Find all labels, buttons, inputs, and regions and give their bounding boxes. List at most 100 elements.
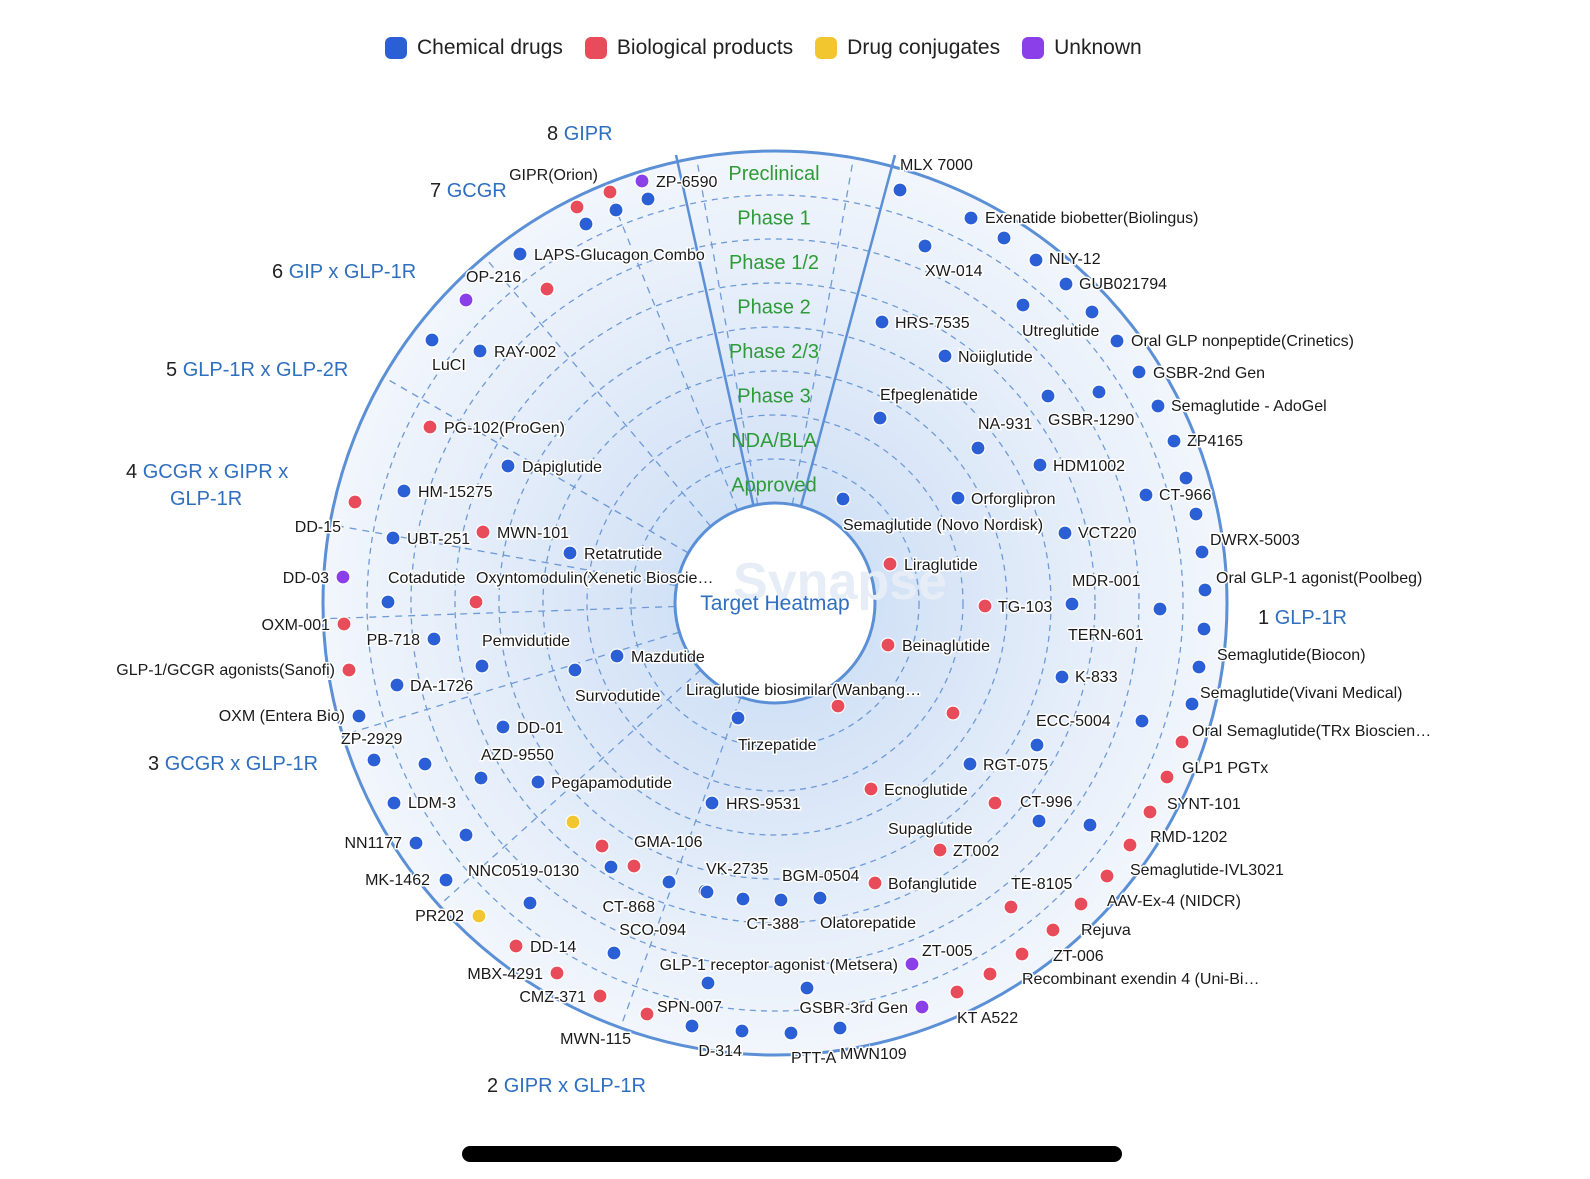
drug-marker[interactable] [472, 343, 488, 359]
drug-label[interactable]: GLP1 PGTx [1181, 759, 1270, 779]
drug-marker[interactable] [396, 483, 412, 499]
drug-marker[interactable] [417, 756, 433, 772]
drug-marker[interactable] [1142, 804, 1158, 820]
target-label-2[interactable]: 2 GIPR x GLP-1R [487, 1075, 646, 1097]
drug-label[interactable]: ZP4165 [1186, 432, 1245, 452]
drug-marker[interactable] [1054, 669, 1070, 685]
drug-label[interactable]: Semaglutide - AdoGel [1170, 397, 1329, 417]
drug-label[interactable]: NNC0519-0130 [467, 862, 581, 882]
drug-marker[interactable] [1032, 457, 1048, 473]
drug-label[interactable]: DWRX-5003 [1209, 531, 1302, 551]
drug-marker[interactable] [996, 230, 1012, 246]
drug-label[interactable]: GMA-106 [633, 833, 705, 853]
drug-marker[interactable] [458, 292, 474, 308]
target-label-5[interactable]: 5 GLP-1R x GLP-2R [166, 359, 348, 381]
drug-label[interactable]: GIPR(Orion) [508, 166, 600, 186]
drug-label[interactable]: KT A522 [956, 1009, 1020, 1029]
drug-label[interactable]: RMD-1202 [1149, 828, 1229, 848]
drug-marker[interactable] [500, 458, 516, 474]
drug-marker[interactable] [1184, 696, 1200, 712]
drug-marker[interactable] [626, 858, 642, 874]
drug-marker[interactable] [1150, 398, 1166, 414]
drug-marker[interactable] [982, 966, 998, 982]
drug-label[interactable]: CT-388 [745, 915, 801, 935]
target-label-7[interactable]: 7 GCGR [430, 180, 507, 202]
drug-label[interactable]: CT-966 [1158, 486, 1214, 506]
drug-marker[interactable] [950, 490, 966, 506]
drug-label[interactable]: XW-014 [924, 262, 985, 282]
drug-marker[interactable] [1082, 817, 1098, 833]
drug-label[interactable]: DD-14 [529, 938, 578, 958]
drug-marker[interactable] [917, 238, 933, 254]
drug-marker[interactable] [977, 598, 993, 614]
drug-label[interactable]: PB-718 [365, 631, 421, 651]
drug-label[interactable]: MLX 7000 [899, 156, 975, 176]
target-label-1[interactable]: 1 GLP-1R [1258, 607, 1347, 629]
drug-label[interactable]: MWN109 [839, 1045, 909, 1065]
drug-label[interactable]: AZD-9550 [480, 746, 556, 766]
drug-marker[interactable] [1166, 433, 1182, 449]
center-label[interactable]: Target Heatmap [700, 592, 849, 615]
drug-marker[interactable] [341, 662, 357, 678]
drug-marker[interactable] [594, 838, 610, 854]
drug-label[interactable]: Semaglutide (Novo Nordisk) [842, 516, 1045, 536]
drug-marker[interactable] [970, 440, 986, 456]
drug-marker[interactable] [1003, 899, 1019, 915]
drug-marker[interactable] [684, 1018, 700, 1034]
drug-label[interactable]: Liraglutide biosimilar(Wanbang… [685, 681, 923, 701]
drug-label[interactable]: SPN-007 [656, 998, 724, 1018]
drug-marker[interactable] [634, 173, 650, 189]
drug-marker[interactable] [937, 348, 953, 364]
drug-marker[interactable] [512, 246, 528, 262]
drug-marker[interactable] [422, 419, 438, 435]
drug-label[interactable]: GSBR-2nd Gen [1152, 364, 1267, 384]
drug-marker[interactable] [1028, 252, 1044, 268]
drug-marker[interactable] [347, 494, 363, 510]
drug-label[interactable]: GLP-1 receptor agonist (Metsera) [658, 956, 899, 976]
drug-marker[interactable] [987, 795, 1003, 811]
drug-label[interactable]: PTT-A [790, 1049, 839, 1069]
drug-marker[interactable] [735, 891, 751, 907]
drug-marker[interactable] [1138, 487, 1154, 503]
drug-label[interactable]: VK-2735 [705, 860, 770, 880]
drug-marker[interactable] [639, 1006, 655, 1022]
drug-label[interactable]: DA-1726 [409, 677, 475, 697]
drug-marker[interactable] [914, 999, 930, 1015]
drug-marker[interactable] [832, 1020, 848, 1036]
drug-marker[interactable] [475, 524, 491, 540]
drug-label[interactable]: MWN-115 [559, 1030, 633, 1050]
drug-marker[interactable] [945, 705, 961, 721]
drug-label[interactable]: PR202 [414, 907, 466, 927]
drug-marker[interactable] [569, 199, 585, 215]
drug-marker[interactable] [1014, 946, 1030, 962]
drug-label[interactable]: Dapiglutide [521, 458, 604, 478]
drug-label[interactable]: Ecnoglutide [883, 781, 970, 801]
drug-marker[interactable] [438, 872, 454, 888]
drug-label[interactable]: Semaglutide-IVL3021 [1129, 861, 1286, 881]
drug-marker[interactable] [1194, 544, 1210, 560]
drug-label[interactable]: TE-8105 [1010, 875, 1074, 895]
drug-marker[interactable] [872, 410, 888, 426]
drug-label[interactable]: LAPS-Glucagon Combo [533, 246, 707, 266]
drug-label[interactable]: GUB021794 [1078, 275, 1169, 295]
drug-marker[interactable] [366, 752, 382, 768]
drug-marker[interactable] [565, 814, 581, 830]
drug-label[interactable]: AAV-Ex-4 (NIDCR) [1106, 892, 1243, 912]
drug-marker[interactable] [389, 677, 405, 693]
drug-label[interactable]: Liraglutide [903, 556, 980, 576]
drug-label[interactable]: PG-102(ProGen) [443, 419, 567, 439]
drug-label[interactable]: HRS-9531 [725, 795, 803, 815]
drug-marker[interactable] [386, 795, 402, 811]
drug-marker[interactable] [1152, 601, 1168, 617]
drug-marker[interactable] [700, 975, 716, 991]
drug-label[interactable]: CT-996 [1019, 793, 1075, 813]
legend-item-conjugate[interactable]: Drug conjugates [815, 36, 1000, 60]
drug-label[interactable]: LuCI [431, 356, 468, 376]
drug-marker[interactable] [426, 631, 442, 647]
drug-marker[interactable] [335, 569, 351, 585]
drug-label[interactable]: Oxyntomodulin(Xenetic Bioscie… [475, 569, 715, 589]
drug-marker[interactable] [1188, 506, 1204, 522]
drug-label[interactable]: BGM-0504 [781, 867, 861, 887]
drug-marker[interactable] [539, 281, 555, 297]
drug-marker[interactable] [1073, 896, 1089, 912]
